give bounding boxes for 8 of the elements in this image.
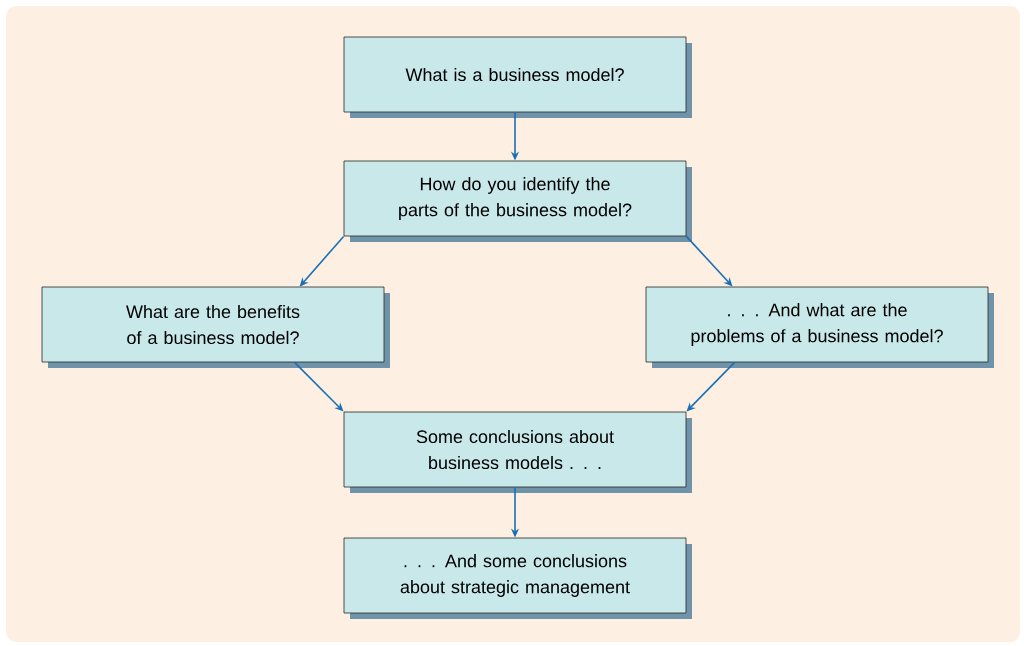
process-box: . . . And some conclusions about strategic management bbox=[343, 537, 692, 619]
arrow bbox=[293, 361, 344, 412]
arrow bbox=[686, 361, 736, 412]
process-box: How do you identify the parts of the business model? bbox=[343, 160, 692, 242]
process-box: What are the benefits of a business model? bbox=[41, 286, 390, 368]
process-box: Some conclusions about business models . . . bbox=[343, 411, 692, 493]
process-box: What is a business model? bbox=[343, 36, 692, 118]
process-box: . . . And what are the problems of a business model? bbox=[645, 286, 994, 368]
